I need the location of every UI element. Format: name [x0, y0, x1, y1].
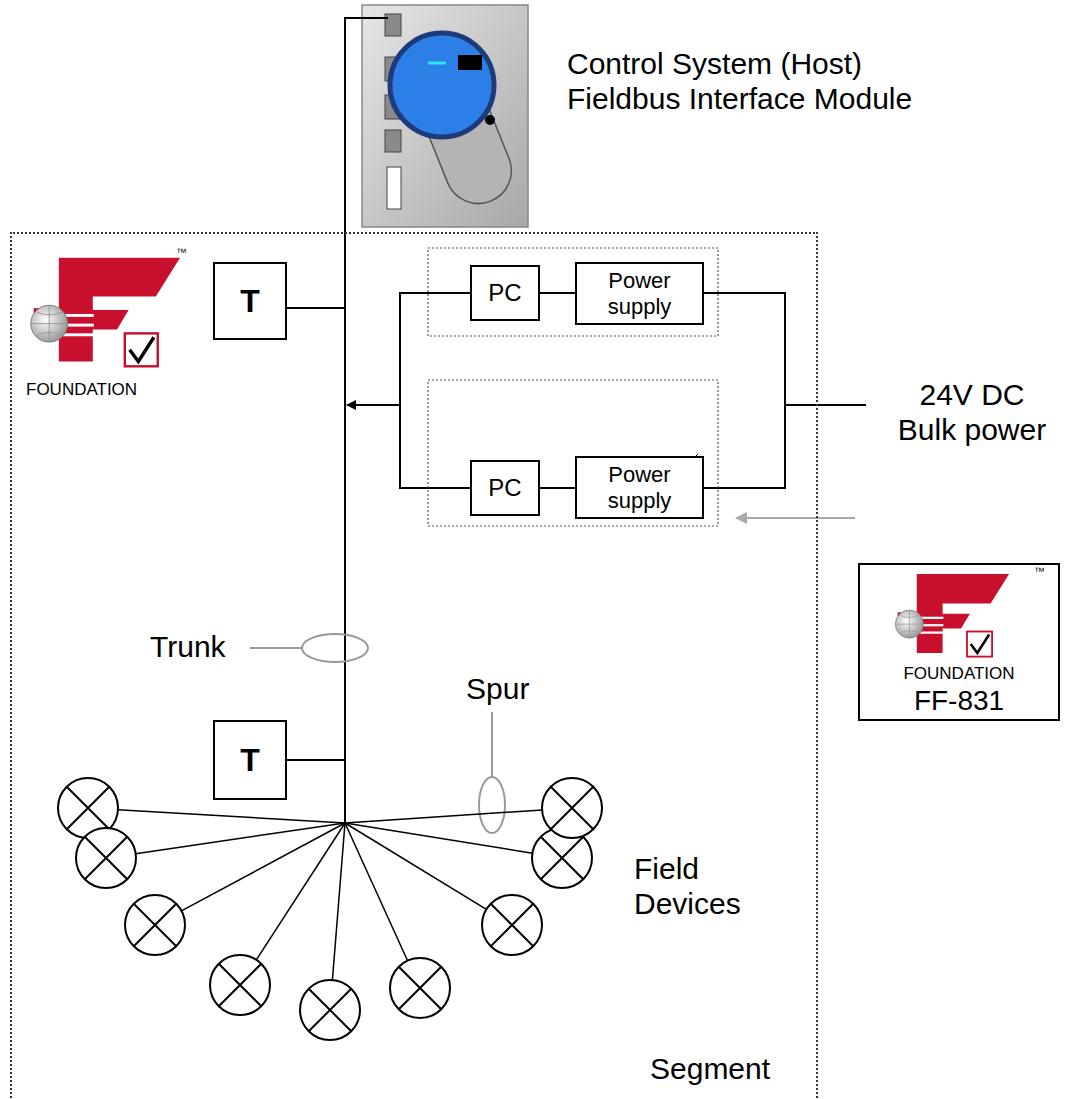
- field-device: [76, 828, 136, 888]
- ff831-logo-box: FOUNDATIONFF-831: [858, 563, 1060, 721]
- node-text: T: [234, 283, 266, 320]
- device-cross: [67, 787, 109, 829]
- power-supply-box: Power supply: [575, 456, 704, 519]
- node-text: FF-831: [860, 685, 1058, 717]
- trademark: ™: [176, 246, 187, 259]
- spur-line: [136, 823, 345, 854]
- foundation-logo: [895, 574, 1009, 657]
- spur-line: [345, 823, 408, 961]
- logo-text: FOUNDATION: [26, 380, 137, 400]
- device-cross: [134, 904, 176, 946]
- trademark: ™: [1034, 565, 1045, 578]
- power-group-outline: [428, 380, 718, 526]
- device-cross: [85, 837, 127, 879]
- spur-line: [256, 823, 345, 960]
- power-group-outline: [428, 248, 718, 336]
- trunk-label: Trunk: [150, 630, 226, 665]
- connector: [540, 487, 575, 489]
- node-text: Power supply: [577, 462, 702, 513]
- field-device: [482, 895, 542, 955]
- node-text: T: [234, 742, 266, 779]
- node-text: FOUNDATION: [860, 664, 1058, 684]
- spur-line: [345, 823, 486, 909]
- node-text: PC: [482, 279, 527, 307]
- spur-line: [118, 810, 345, 823]
- spur-line: [181, 823, 345, 911]
- power-label: 24V DC Bulk power: [892, 378, 1052, 447]
- device-cross: [551, 787, 593, 829]
- foundation-logo: [31, 258, 180, 367]
- pointer-arrow: [736, 517, 855, 519]
- wiring: [287, 18, 866, 823]
- interface-module-art: [362, 5, 528, 227]
- device-cross: [219, 964, 261, 1006]
- spur-line: [345, 810, 542, 823]
- field-devices-label: Field Devices: [634, 852, 784, 921]
- callout-leaders: [250, 634, 505, 833]
- field-device: [300, 980, 360, 1040]
- node-text: Segment: [650, 1052, 810, 1087]
- field-device: [210, 955, 270, 1015]
- field-devices: [58, 778, 602, 1040]
- field-device: [125, 895, 185, 955]
- device-cross: [399, 967, 441, 1009]
- power-conditioner-box: PC: [470, 460, 540, 516]
- field-device: [390, 958, 450, 1018]
- segment-boundary: SegmentTPCPower supplyPCPower supplyT: [10, 232, 818, 1099]
- node-text: Power supply: [577, 268, 702, 319]
- spur-line: [332, 823, 345, 980]
- device-cross: [491, 904, 533, 946]
- power-supply-box: Power supply: [575, 262, 704, 325]
- power-conditioner-box: PC: [470, 265, 540, 321]
- node-text: Control System (Host) Fieldbus Interface…: [567, 47, 967, 116]
- field-device: [542, 778, 602, 838]
- device-cross: [541, 837, 583, 879]
- device-cross: [309, 989, 351, 1031]
- terminator-box: T: [213, 262, 287, 340]
- spur-label: Spur: [466, 672, 529, 707]
- terminator-box: T: [213, 720, 287, 800]
- node-text: PC: [482, 474, 527, 502]
- interface-module: Control System (Host) Fieldbus Interface…: [362, 5, 528, 227]
- spur-line: [345, 823, 532, 853]
- connector: [540, 292, 575, 294]
